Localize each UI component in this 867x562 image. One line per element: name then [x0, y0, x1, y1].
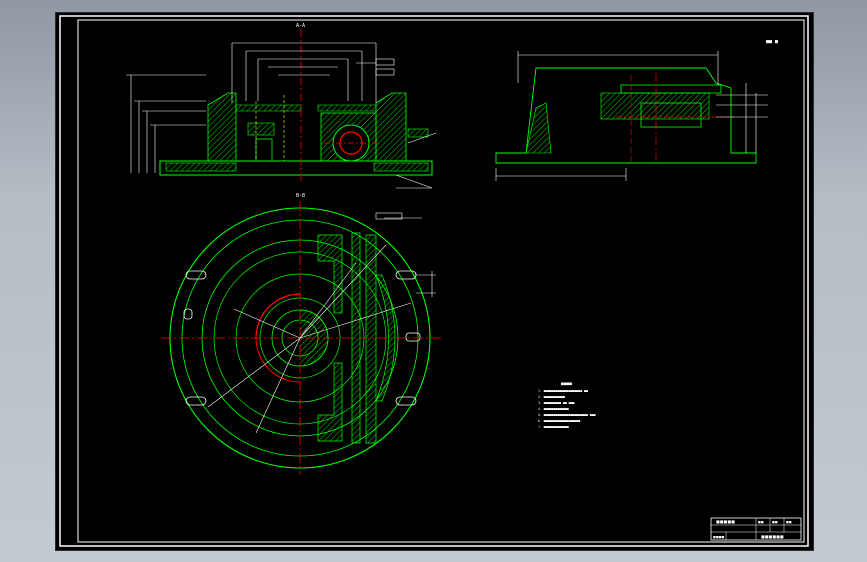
front-section-view: A-A — [126, 23, 437, 189]
side-section-view: ■■ ■ — [495, 39, 778, 181]
title-block-drawing-name: ■■■■■■ — [761, 534, 784, 539]
tech-req-line: 6. ■■■■■■■■■■■■■■■■■■■ — [538, 419, 580, 423]
svg-text:A-A: A-A — [296, 23, 305, 29]
title-block-cell: ■■ — [786, 520, 792, 524]
title-block-cell: ■■■■ — [713, 535, 725, 539]
plan-view: B-B — [161, 193, 441, 475]
outer-frame — [59, 15, 809, 547]
inner-frame — [77, 19, 805, 543]
tech-req-line: 7. ■■■■■■■■■■■■■ — [538, 425, 569, 429]
title-block-cell: ■■ — [772, 520, 778, 524]
tech-req-heading: ■■■■ — [561, 382, 572, 387]
cad-drawing: A-A ■■ ■ — [59, 15, 809, 547]
title-block-title: ■■■■■ — [716, 519, 735, 524]
tech-req-line: 4. ■■■■■■■■■■■■■ — [538, 407, 569, 411]
tech-req-line: 5. ■■■■■■■■■■■■■■■■■■■■■■■ ■■■ — [538, 413, 596, 417]
tech-req-line: 1. ■■■■■■■■■■■■■■■■■■■■ ■■ — [538, 389, 588, 393]
cad-viewport[interactable]: A-A ■■ ■ — [55, 12, 814, 551]
scale-note: ■■ ■ — [766, 39, 778, 45]
tech-req-line: 3. ■■■■■■■■■ ■■ ■■■ — [538, 401, 575, 405]
technical-requirements: ■■■■ 1. ■■■■■■■■■■■■■■■■■■■■ ■■ 2. ■■■■■… — [538, 382, 596, 429]
title-block-cell: ■■ — [758, 520, 764, 524]
title-block: ■■■■■ ■■■■■■ ■■ ■■ ■■ ■■■■ — [710, 517, 802, 541]
svg-text:B-B: B-B — [296, 193, 305, 199]
tech-req-line: 2. ■■■■■■■■■■■ — [538, 395, 565, 399]
